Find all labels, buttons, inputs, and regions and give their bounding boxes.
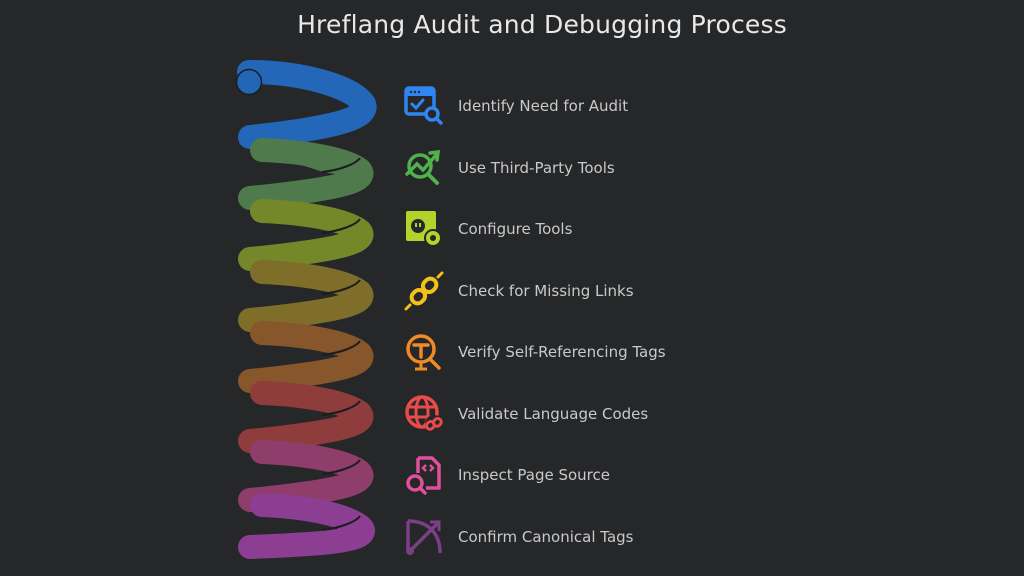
spiral-coil-graphic [235, 60, 377, 559]
step-label: Check for Missing Links [458, 282, 634, 300]
step-label: Identify Need for Audit [458, 97, 629, 115]
chart-magnifier-icon [405, 149, 441, 185]
step-use-third-party-tools: Use Third-Party Tools [404, 148, 724, 188]
coil-turn-1 [235, 60, 377, 149]
step-label: Use Third-Party Tools [458, 159, 615, 177]
step-configure-tools: Configure Tools [404, 209, 724, 249]
bow-arrow-icon [406, 519, 442, 555]
step-inspect-page-source: Inspect Page Source [404, 455, 724, 495]
coil-turn-3 [238, 199, 374, 271]
step-check-for-missing-links: Check for Missing Links [404, 271, 724, 311]
browser-check-search-icon [404, 86, 443, 125]
step-label: Validate Language Codes [458, 405, 649, 423]
globe-link-icon [405, 395, 443, 433]
coil-turn-5 [238, 321, 374, 393]
coil-turn-8 [238, 493, 376, 559]
coil-turn-2 [238, 138, 374, 210]
step-label: Inspect Page Source [458, 466, 610, 484]
code-file-search-icon [406, 456, 441, 495]
step-label: Configure Tools [458, 220, 573, 238]
step-label: Confirm Canonical Tags [458, 528, 634, 546]
step-identify-need-for-audit: Identify Need for Audit [404, 86, 724, 126]
broken-chain-icon [404, 271, 444, 311]
coil-turn-4 [238, 260, 374, 332]
step-validate-language-codes: Validate Language Codes [404, 394, 724, 434]
step-confirm-canonical-tags: Confirm Canonical Tags [404, 517, 724, 557]
step-verify-self-referencing-tags: Verify Self-Referencing Tags [404, 332, 724, 372]
coil-turn-6 [238, 381, 374, 453]
step-label: Verify Self-Referencing Tags [458, 343, 666, 361]
coil-turn-7 [238, 440, 374, 512]
chat-gear-icon [406, 211, 442, 247]
tag-magnifier-icon [406, 334, 441, 371]
page-title: Hreflang Audit and Debugging Process [297, 10, 787, 39]
